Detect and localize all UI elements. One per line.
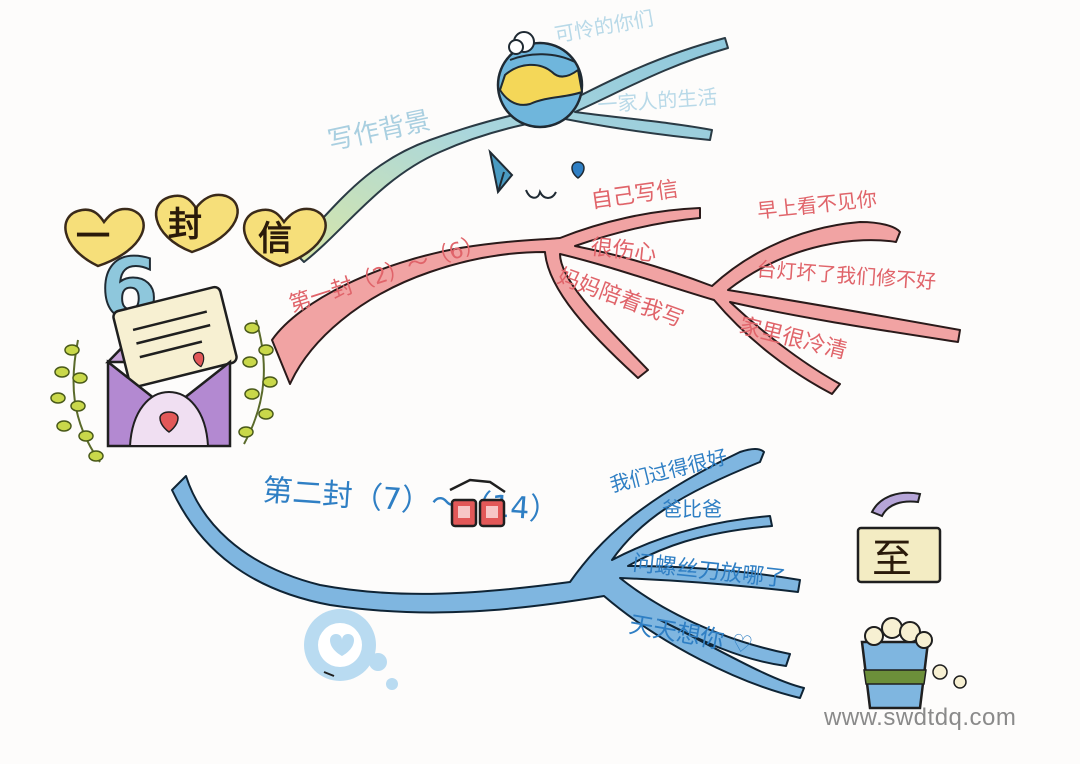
- branch-middle-sub-5: 台灯坏了我们修不好: [756, 257, 937, 293]
- bubble-heart-icon: [304, 609, 398, 690]
- vine-left-icon: [50, 339, 104, 463]
- title-char-2: 封: [168, 205, 202, 245]
- paper-plane-icon: [488, 148, 514, 195]
- vine-right-icon: [238, 319, 278, 445]
- glasses-icon: [449, 478, 506, 528]
- branch-bottom-label: 第二封（7）～（14）: [261, 473, 560, 529]
- branch-bottom-sub-3: 问螺丝刀放哪了: [631, 551, 787, 592]
- branch-middle-sub-4: 早上看不见你: [756, 187, 878, 223]
- smile-face-icon: [525, 161, 585, 199]
- popcorn-icon: [860, 617, 967, 710]
- branch-bottom-sub-2: 爸比爸: [662, 497, 722, 521]
- title-heart-1: 一: [64, 207, 145, 268]
- stamp-char: 至: [872, 536, 912, 582]
- watermark-text: www.swdtdq.com: [824, 704, 1017, 731]
- branch-top-sub-1: 可怜的你们: [553, 6, 656, 47]
- branch-middle: 第一封（2）～（6） 自己写信 很伤心 妈妈陪着我写 早上看不见你 台灯坏了我们…: [271, 177, 961, 395]
- envelope-icon: [105, 285, 238, 448]
- stamp-box-icon: 至: [856, 491, 942, 584]
- title-char-1: 一: [76, 217, 110, 257]
- title-char-3: 信: [258, 219, 292, 259]
- branch-bottom-sub-1: 我们过得很好: [607, 445, 729, 497]
- branch-middle-sub-1: 自己写信: [589, 177, 680, 214]
- globe-icon: [496, 31, 584, 129]
- title-heart-3: 信: [242, 207, 327, 268]
- title-heart-2: 封: [154, 193, 239, 254]
